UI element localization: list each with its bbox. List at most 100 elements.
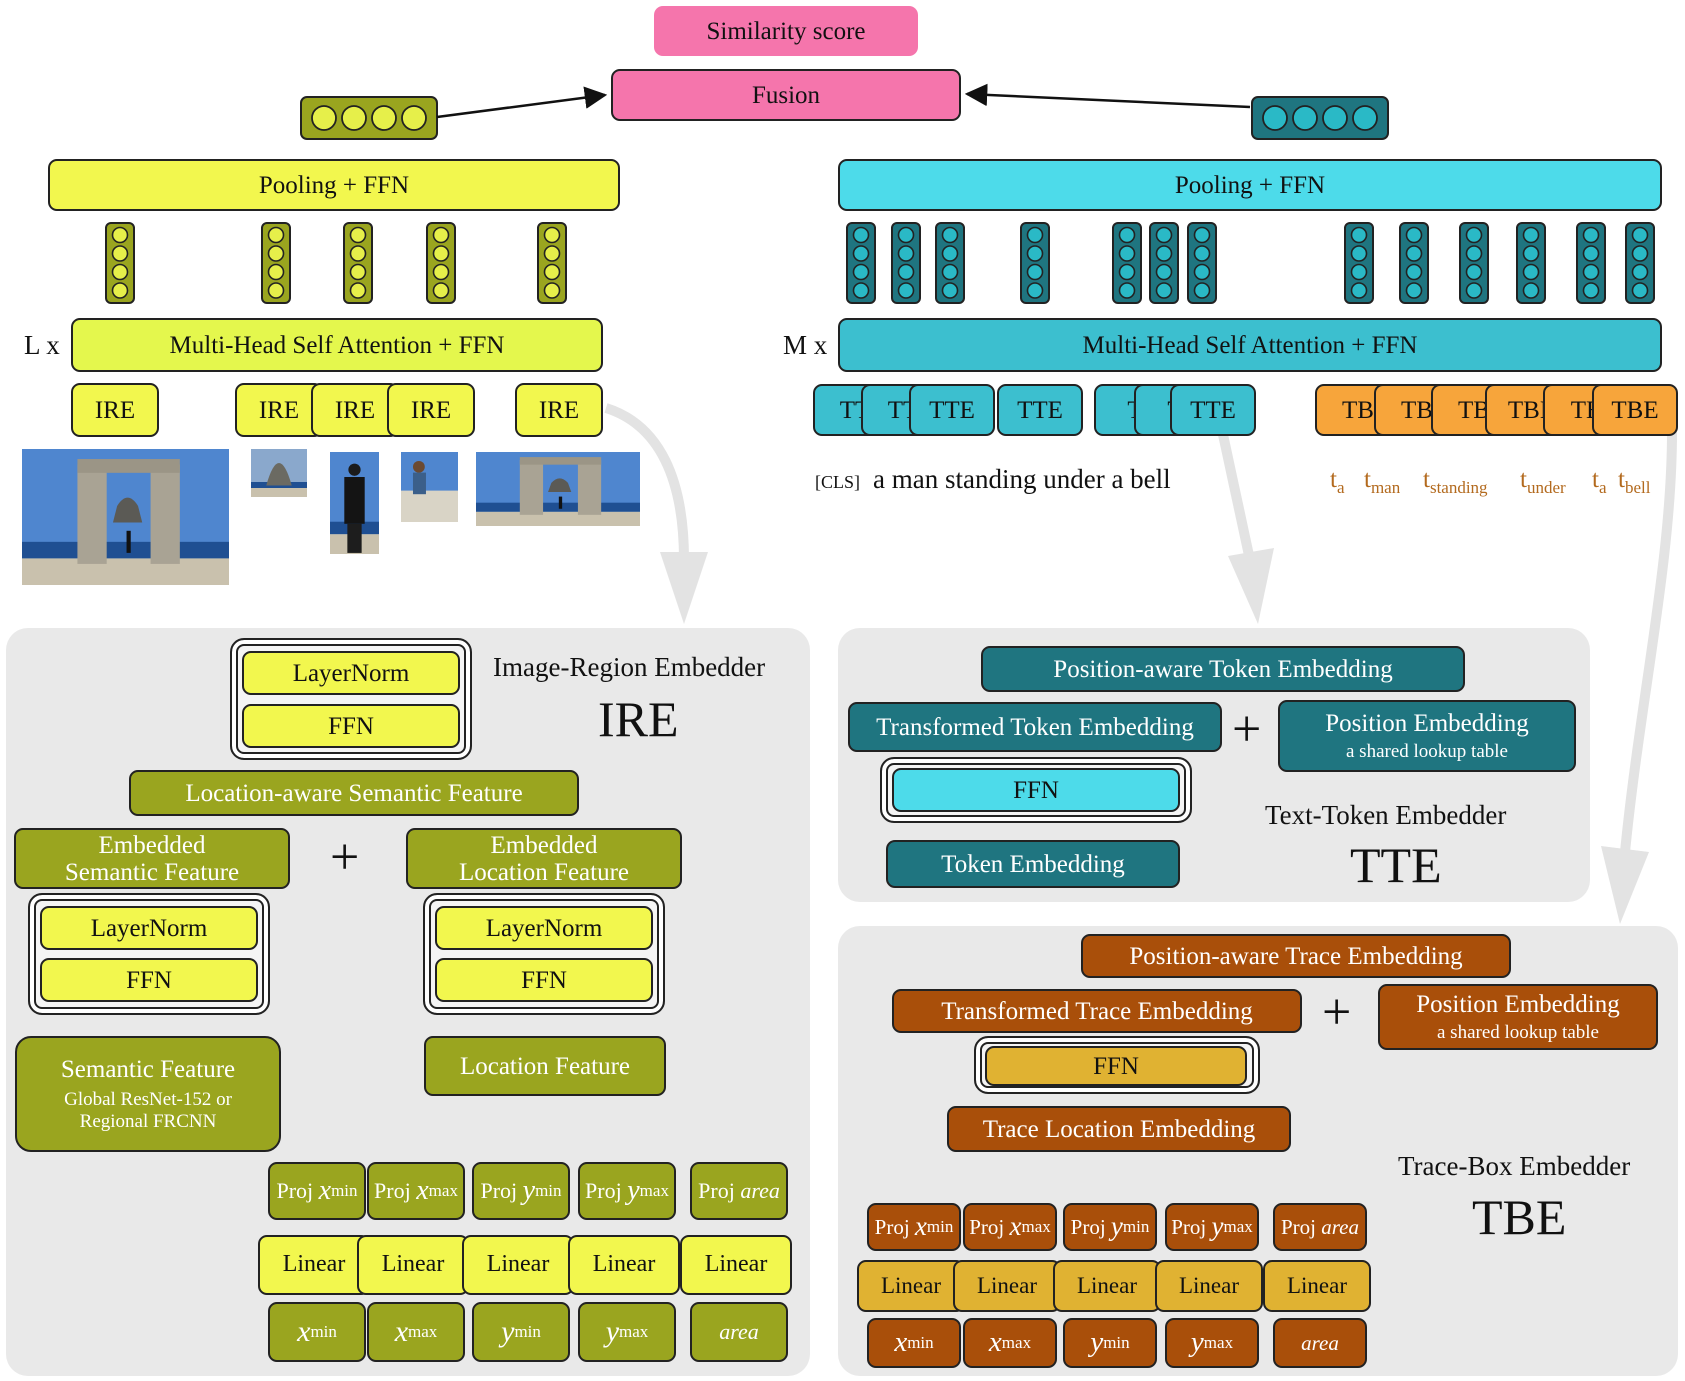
tbe-transformed: Transformed Trace Embedding [892, 989, 1302, 1033]
input-variable-sub: min [1103, 1332, 1130, 1352]
input-variable-sub: max [619, 1321, 649, 1341]
tte-token-embedding: Token Embedding [886, 840, 1180, 888]
ire-rows-linear-4: Linear [568, 1235, 680, 1295]
proj-variable-sub: min [1122, 1216, 1150, 1236]
proj-variable-sub: min [926, 1216, 954, 1236]
input-variable: x [894, 1326, 908, 1359]
text-token-vector-4 [1020, 222, 1050, 304]
image-pooling-ffn: Pooling + FFN [48, 159, 620, 211]
tbe-rows-linear-1: Linear [857, 1260, 965, 1312]
tbe-title: Trace-Box Embedder [1398, 1151, 1631, 1181]
ire-location-aware-feature: Location-aware Semantic Feature [129, 770, 579, 816]
tte-token-7: TTE [1170, 384, 1256, 436]
trace-token-2: tman [1364, 466, 1401, 497]
tbe-rows-linear-3: Linear [1053, 1260, 1161, 1312]
proj-label: Proj [1281, 1214, 1322, 1239]
proj-variable: x [1009, 1211, 1022, 1242]
ire-ffn: FFN [242, 704, 460, 748]
text-token-vector-3 [935, 222, 965, 304]
input-variable: x [394, 1314, 409, 1348]
tte-expand-arrow [1217, 428, 1274, 624]
input-variable-sub: max [1203, 1332, 1234, 1352]
tte-token-4: TTE [997, 384, 1083, 436]
text-token-vector-2 [891, 222, 921, 304]
image-token-vector-5 [537, 222, 567, 304]
proj-label: Proj [874, 1214, 915, 1239]
text-token-vector-6 [1149, 222, 1179, 304]
text-token-vector-5 [1112, 222, 1142, 304]
image-token-vector-4 [426, 222, 456, 304]
proj-variable-sub: max [1021, 1216, 1051, 1236]
input-variable: area [1301, 1330, 1339, 1355]
tte-ffn: FFN [892, 768, 1180, 812]
feature-vectors [105, 96, 1655, 304]
photo-global-scene [20, 447, 231, 587]
tte-plus: + [1232, 701, 1262, 758]
proj-label: Proj [1070, 1214, 1111, 1239]
tbe-rows-linear-2: Linear [953, 1260, 1061, 1312]
ire-token-5: IRE [515, 383, 603, 437]
tte-position-embedding: Position Embedding a shared lookup table [1278, 700, 1576, 772]
tte-transformed: Transformed Token Embedding [848, 702, 1222, 752]
input-variable: y [605, 1314, 620, 1348]
input-variable-sub: max [1001, 1332, 1032, 1352]
proj-label: Proj [480, 1178, 523, 1204]
tbe-position-embedding: Position Embedding a shared lookup table [1378, 984, 1658, 1050]
image-token-vector-3 [343, 222, 373, 304]
region-photos [20, 447, 642, 587]
ire-token-1: IRE [71, 383, 159, 437]
text-token-vector-7 [1187, 222, 1217, 304]
tbe-rows-linear-4: Linear [1155, 1260, 1263, 1312]
ire-semantic-layernorm: LayerNorm [40, 906, 258, 950]
tbe-rows-input-5: area [1273, 1318, 1367, 1368]
input-variable: area [719, 1319, 759, 1345]
ire-rows-linear-1: Linear [258, 1235, 370, 1295]
tbe-expand-arrow [1601, 431, 1677, 924]
ire-token-2: IRE [235, 383, 323, 437]
ire-semantic-ffn: FFN [40, 958, 258, 1002]
proj-label: Proj [698, 1178, 741, 1204]
tte-position-aware: Position-aware Token Embedding [981, 646, 1465, 692]
proj-variable: x [416, 1174, 429, 1206]
text-pooled-vector [1251, 96, 1389, 140]
input-variable: x [297, 1314, 311, 1348]
trace-token-4: tunder [1520, 466, 1566, 497]
ire-expand-arrow [604, 403, 708, 624]
caption-text: a man standing under a bell [873, 464, 1171, 494]
ire-location-ffn: FFN [435, 958, 653, 1002]
image-token-vector-2 [261, 222, 291, 304]
trace-token-1: ta [1330, 466, 1345, 497]
input-variable-sub: min [310, 1321, 337, 1341]
input-variable: y [1190, 1326, 1204, 1359]
input-variable: y [1090, 1326, 1104, 1359]
proj-label: Proj [585, 1178, 628, 1204]
tbe-position-aware: Position-aware Trace Embedding [1081, 934, 1511, 978]
proj-variable-sub: max [639, 1180, 669, 1200]
tbe-token-6: TBE [1592, 384, 1678, 436]
image-pooled-vector [300, 96, 438, 140]
ire-rows-proj-5: Proj area [690, 1162, 788, 1220]
tbe-plus: + [1322, 984, 1352, 1041]
input-variable: x [988, 1326, 1002, 1359]
tbe-rows-linear-5: Linear [1263, 1260, 1371, 1312]
proj-variable: area [1321, 1214, 1359, 1239]
tte-token-3: TTE [909, 384, 995, 436]
ire-location-feature: Location Feature [424, 1036, 666, 1096]
ire-token-3: IRE [311, 383, 399, 437]
proj-variable: y [1211, 1211, 1224, 1242]
proj-label: Proj [1171, 1214, 1212, 1239]
tbe-ffn: FFN [985, 1046, 1247, 1086]
text-to-fusion-arrow [964, 83, 1251, 109]
proj-variable: y [1110, 1211, 1123, 1242]
input-variable-sub: min [514, 1321, 541, 1341]
